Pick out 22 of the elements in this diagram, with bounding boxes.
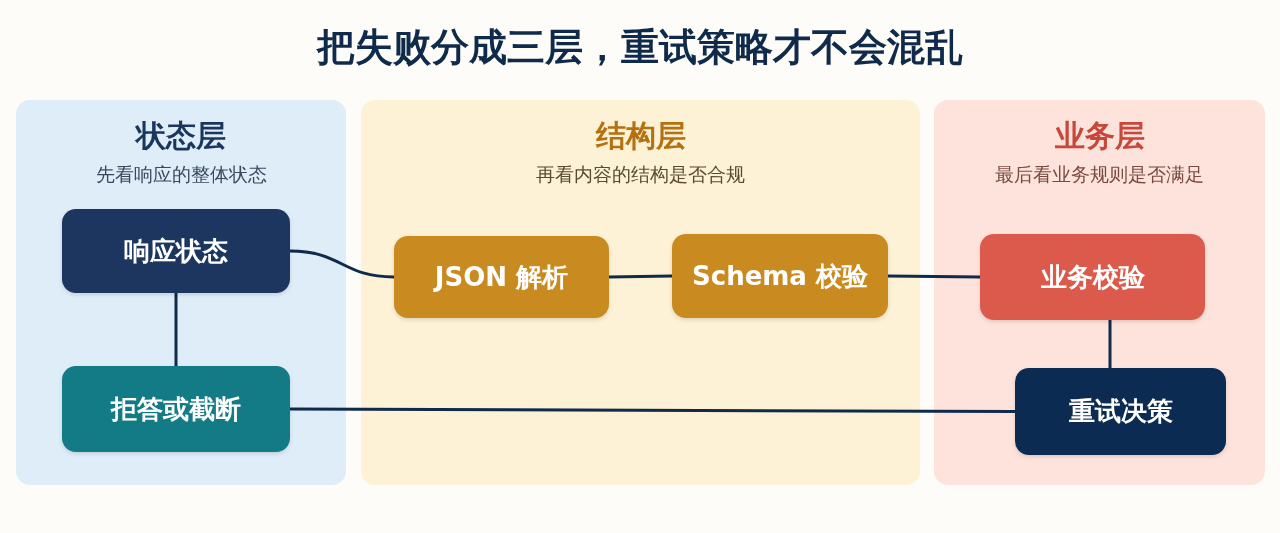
process-box: 重试决策	[1015, 368, 1226, 455]
connector-line	[174, 293, 178, 366]
panel-subtitle: 先看响应的整体状态	[95, 162, 267, 187]
connector-line	[888, 274, 980, 279]
layer-panel	[16, 100, 346, 485]
process-box: JSON 解析	[394, 236, 609, 318]
title: 把失败分成三层，重试策略才不会混乱	[317, 24, 963, 71]
panel-heading: 状态层	[136, 117, 226, 155]
layer-panel	[934, 100, 1265, 485]
connector-line	[289, 249, 395, 279]
connector-line	[608, 274, 673, 279]
process-box: 拒答或截断	[62, 366, 290, 452]
connector-line	[1108, 320, 1112, 368]
panel-subtitle: 再看内容的结构是否合规	[536, 162, 745, 187]
panel-subtitle: 最后看业务规则是否满足	[995, 162, 1204, 187]
process-box: 业务校验	[980, 234, 1205, 320]
process-box: Schema 校验	[672, 234, 888, 318]
panel-heading: 结构层	[595, 117, 686, 155]
connector-line	[290, 407, 1015, 413]
panel-heading: 业务层	[1054, 117, 1145, 155]
layer-panel	[361, 100, 920, 485]
process-box: 响应状态	[62, 209, 290, 293]
